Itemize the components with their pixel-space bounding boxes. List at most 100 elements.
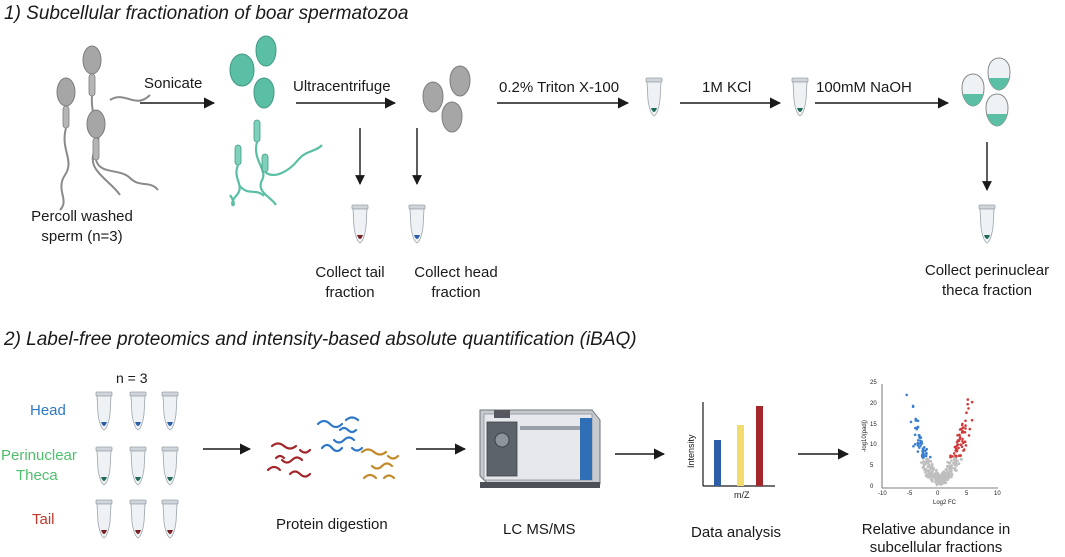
tube-theca-1: [95, 446, 113, 486]
tube-theca-2: [129, 446, 147, 486]
volcano-point: [958, 435, 962, 439]
volcano-point: [922, 454, 926, 458]
section1-title: 1) Subcellular fractionation of boar spe…: [4, 3, 409, 24]
volcano-point: [913, 443, 917, 446]
volcano-point: [961, 437, 964, 441]
volcano-point: [925, 451, 928, 455]
volcano-point: [950, 467, 953, 470]
volcano-point: [911, 405, 915, 409]
volcano-point: [955, 454, 958, 458]
volcano-point: [947, 465, 950, 469]
volcano-point: [970, 418, 974, 422]
volcano-point: [913, 433, 917, 437]
gray-sperm-heads: [422, 65, 471, 133]
volcano-point: [932, 474, 936, 478]
volcano-point: [950, 459, 953, 462]
volcano-y-tick: 10: [870, 442, 877, 449]
volcano-point: [955, 450, 959, 453]
step-ultracentrifuge-label: Ultracentrifuge: [293, 78, 391, 95]
start-label-line1: Percoll washed: [31, 208, 133, 225]
volcano-point: [970, 400, 974, 404]
collect-theca-line1: Collect perinuclear: [924, 262, 1050, 279]
volcano-point: [935, 477, 939, 481]
volcano-point: [968, 427, 972, 431]
tube-kcl: [791, 77, 809, 117]
volcano-point: [939, 477, 943, 481]
volcano-point: [936, 479, 939, 483]
volcano-point: [925, 457, 928, 461]
volcano-point: [959, 454, 962, 457]
volcano-point: [929, 478, 933, 481]
volcano-point: [922, 460, 925, 463]
green-sperm-tails: [229, 119, 323, 207]
volcano-point: [952, 452, 956, 455]
volcano-point: [916, 419, 920, 423]
volcano-point: [958, 433, 961, 437]
volcano-point: [917, 442, 920, 446]
volcano-point: [955, 460, 958, 463]
step-abundance-line1: Relative abundance in: [861, 521, 1011, 538]
bar-red: [756, 406, 763, 486]
volcano-point: [964, 427, 967, 430]
step-digestion-label: Protein digestion: [276, 516, 388, 533]
collect-tail-line1: Collect tail: [315, 264, 385, 281]
volcano-point: [943, 475, 947, 479]
volcano-point: [962, 449, 965, 452]
volcano-point: [935, 472, 938, 475]
volcano-point: [931, 471, 934, 475]
tube-tail-3: [161, 499, 179, 539]
volcano-xlabel: Log2 FC: [933, 500, 957, 506]
volcano-point: [920, 461, 923, 464]
volcano-point: [967, 407, 970, 410]
volcano-point: [967, 434, 971, 437]
tube-triton: [645, 77, 663, 117]
volcano-point: [959, 443, 963, 447]
volcano-point: [957, 462, 961, 466]
volcano-point: [921, 453, 924, 457]
volcano-point: [950, 464, 953, 468]
n-label: n = 3: [116, 370, 148, 386]
volcano-point: [946, 460, 949, 464]
volcano-point: [941, 471, 944, 475]
mass-spectrometer-icon: [479, 409, 601, 488]
volcano-point: [953, 466, 957, 470]
tube-theca-3: [161, 446, 179, 486]
volcano-point: [957, 446, 960, 450]
volcano-point: [914, 417, 917, 421]
tube-head-fraction: [408, 204, 426, 244]
volcano-point: [927, 471, 930, 475]
volcano-point: [944, 478, 947, 482]
volcano-point: [935, 469, 938, 473]
volcano-point: [956, 443, 960, 446]
volcano-point: [924, 469, 928, 473]
volcano-point: [964, 419, 967, 423]
green-sperm-heads: [229, 35, 277, 109]
volcano-point: [941, 480, 944, 484]
volcano-point: [961, 429, 964, 433]
volcano-point: [916, 439, 920, 442]
volcano-point: [924, 449, 927, 453]
volcano-point: [916, 450, 920, 453]
volcano-point: [905, 393, 908, 397]
volcano-point: [955, 469, 958, 472]
volcano-point: [950, 472, 954, 476]
mini-bar-chart: [702, 402, 775, 487]
sperm-icon: [56, 77, 76, 211]
volcano-point: [925, 473, 929, 477]
volcano-point: [919, 444, 922, 447]
volcano-point: [963, 431, 967, 434]
volcano-point: [920, 440, 923, 443]
volcano-point: [961, 439, 964, 443]
volcano-point: [937, 476, 941, 479]
volcano-point: [918, 446, 921, 449]
step-kcl-label: 1M KCl: [702, 79, 752, 96]
collect-theca-line2: theca fraction: [941, 282, 1033, 299]
volcano-point: [947, 475, 950, 479]
volcano-points: [905, 393, 974, 487]
peptide-fragments: [266, 416, 400, 480]
volcano-y-tick: 15: [870, 421, 877, 428]
tube-tail-1: [95, 499, 113, 539]
theca-sperm-heads: [961, 57, 1011, 127]
volcano-y-tick: 25: [870, 380, 877, 386]
